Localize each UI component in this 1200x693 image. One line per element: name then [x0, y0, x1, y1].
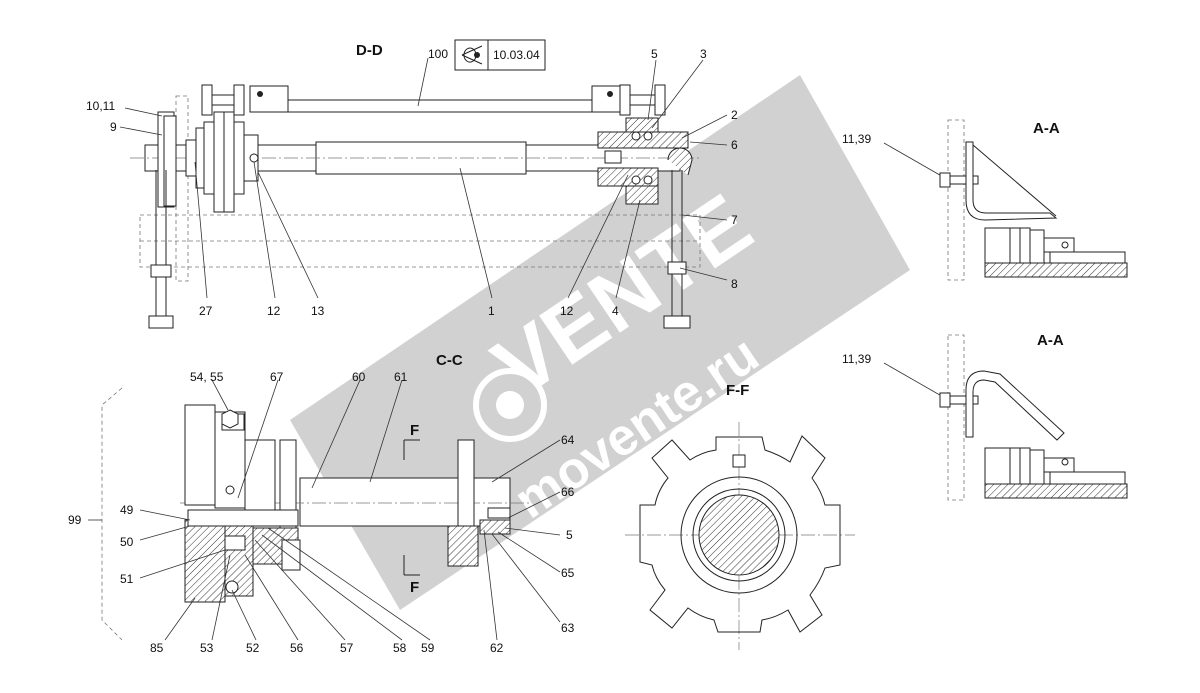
callout-85: 85	[150, 641, 164, 655]
callout-4: 4	[612, 304, 619, 318]
callout-62: 62	[490, 641, 504, 655]
view-cc-title: C-C	[436, 352, 463, 369]
callout-2: 2	[731, 108, 738, 122]
leaders-dd	[119, 57, 728, 299]
sprocket-outline	[639, 435, 841, 633]
callout-6: 6	[731, 138, 738, 152]
view-ff-title: F-F	[726, 382, 749, 399]
watermark-band	[290, 75, 910, 610]
callout-12-left: 12	[267, 304, 281, 318]
callout-11-39-top: 11,39	[842, 132, 871, 146]
callout-1: 1	[488, 304, 495, 318]
callout-49: 49	[120, 503, 134, 517]
callout-51: 51	[120, 572, 134, 586]
section-marker-f-top: F	[410, 422, 419, 439]
reference-box: 10.03.04	[454, 39, 546, 71]
view-dd: D-D 10.03.04	[86, 39, 738, 329]
view-ff: F-F	[625, 382, 855, 650]
view-aa-bottom-title: A-A	[1037, 332, 1064, 349]
leaders-cc	[88, 379, 561, 641]
view-cc: C-C F F	[68, 352, 575, 655]
view-aa-top-title: A-A	[1033, 120, 1060, 137]
callout-27: 27	[199, 304, 213, 318]
watermark-logo-icon	[473, 368, 547, 442]
callout-64: 64	[561, 433, 575, 447]
reference-number: 10.03.04	[493, 48, 540, 62]
view-aa-top: A-A 11,39	[842, 119, 1128, 281]
callout-3: 3	[700, 47, 707, 61]
callout-63: 63	[561, 621, 575, 635]
callout-7: 7	[731, 213, 738, 227]
callout-50: 50	[120, 535, 134, 549]
callout-13: 13	[311, 304, 325, 318]
callout-9: 9	[110, 120, 117, 134]
callout-5-cc: 5	[566, 528, 573, 542]
callout-65: 65	[561, 566, 575, 580]
callout-99: 99	[68, 513, 82, 527]
callout-12-right: 12	[560, 304, 574, 318]
callout-67: 67	[270, 370, 284, 384]
callout-52: 52	[246, 641, 260, 655]
section-marker-f: F F	[403, 422, 420, 596]
callout-54-55: 54, 55	[190, 370, 224, 384]
eye-icon	[461, 45, 483, 65]
callout-11-39-bottom: 11,39	[842, 352, 871, 366]
callout-56: 56	[290, 641, 304, 655]
callout-58: 58	[393, 641, 407, 655]
callout-10-11: 10,11	[86, 99, 115, 113]
section-marker-f-bottom: F	[410, 579, 419, 596]
view-aa-bottom: A-A 11,39	[842, 332, 1128, 501]
callout-5-dd: 5	[651, 47, 658, 61]
callout-53: 53	[200, 641, 214, 655]
callout-57: 57	[340, 641, 354, 655]
callout-59: 59	[421, 641, 435, 655]
callout-61: 61	[394, 370, 408, 384]
callout-66: 66	[561, 485, 575, 499]
callout-100: 100	[428, 47, 448, 61]
callout-8: 8	[731, 277, 738, 291]
callout-60: 60	[352, 370, 366, 384]
view-dd-title: D-D	[356, 42, 383, 59]
